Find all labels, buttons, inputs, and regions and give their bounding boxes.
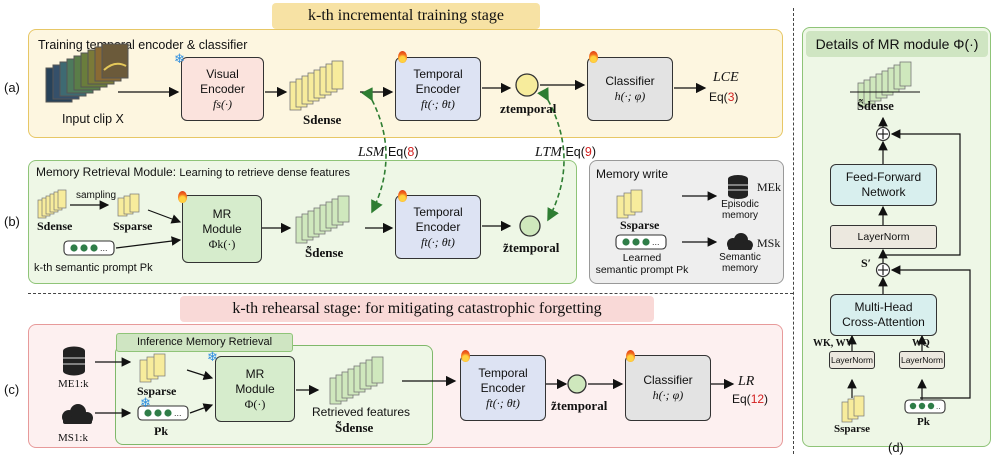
wq-label: WQ bbox=[912, 338, 930, 349]
loss-sm: LSM Eq(8) bbox=[358, 145, 419, 160]
layernorm-small-k: LayerNorm bbox=[829, 351, 875, 369]
temporal-encoder-box-c: Temporal Encoder ft(·; θt) bbox=[460, 355, 546, 421]
m-s-1k-label: MS1:k bbox=[58, 432, 88, 444]
memory-write-title: Memory write bbox=[596, 167, 669, 181]
temporal-encoder-box-a: Temporal Encoder ft(·; θt) bbox=[395, 57, 481, 121]
feed-forward-box: Feed-Forward Network bbox=[830, 164, 937, 206]
panel-label-d: (d) bbox=[888, 440, 904, 455]
visual-encoder-box: Visual Encoder fs(·) bbox=[181, 57, 264, 121]
mr-module-box-c: MR Module Φ(·) bbox=[215, 356, 295, 422]
temporal-encoder-box-b: Temporal Encoder ft(·; θt) bbox=[395, 195, 481, 259]
multi-head-cross-attention-box: Multi-Head Cross-Attention bbox=[830, 294, 937, 336]
trainable-icon bbox=[398, 190, 407, 202]
m-s-k-label: MSk bbox=[757, 236, 781, 250]
panel-label-b: (b) bbox=[4, 214, 20, 229]
s-dense-tilde-label-d: S̃dense bbox=[857, 99, 894, 113]
trainable-icon bbox=[178, 191, 187, 203]
layernorm-small-q: LayerNorm bbox=[899, 351, 945, 369]
section-b-header: Memory Retrieval Module: Learning to ret… bbox=[36, 165, 350, 179]
s-dense-tilde-label-b: S̃dense bbox=[305, 245, 344, 260]
panel-label-a: (a) bbox=[4, 80, 20, 95]
episodic-memory-label: Episodic memory bbox=[721, 199, 759, 221]
trainable-icon bbox=[461, 350, 470, 362]
loss-tm: LTM Eq(9) bbox=[535, 145, 597, 160]
s-sparse-label-d: Ssparse bbox=[834, 423, 871, 435]
section-a-header: Training temporal encoder & classifier bbox=[38, 38, 248, 52]
loss-ce: LCE bbox=[713, 70, 739, 85]
frozen-icon: ❄ bbox=[174, 51, 185, 66]
semantic-memory-label: Semantic memory bbox=[719, 252, 761, 274]
z-temporal-tilde-label-c: z̃temporal bbox=[551, 398, 608, 413]
loss-ce-eq: Eq(3) bbox=[709, 90, 739, 104]
sampling-label: sampling bbox=[76, 190, 117, 201]
trainable-icon bbox=[626, 350, 635, 362]
vertical-separator bbox=[793, 8, 794, 454]
layernorm-box: LayerNorm bbox=[830, 225, 937, 249]
m-e-1k-label: ME1:k bbox=[58, 378, 89, 390]
memory-write-region bbox=[589, 160, 784, 284]
stage-a-title: k-th incremental training stage bbox=[272, 3, 540, 29]
wk-wv-label: WK, WV bbox=[813, 338, 853, 349]
panel-label-c: (c) bbox=[4, 382, 20, 397]
frozen-icon: ❄ bbox=[207, 349, 218, 364]
s-sparse-label-b: Ssparse bbox=[113, 219, 153, 233]
stage-c-title: k-th rehearsal stage: for mitigating cat… bbox=[180, 296, 654, 322]
s-prime-label: S′ bbox=[861, 256, 872, 270]
s-sparse-label-mw: Ssparse bbox=[620, 218, 660, 232]
inference-label: Inference Memory Retrieval bbox=[116, 333, 293, 352]
loss-r: LR bbox=[738, 374, 755, 389]
input-clip-label: Input clip X bbox=[62, 112, 124, 126]
classifier-box-a: Classifier h(·; φ) bbox=[587, 57, 673, 121]
p-k-label-d: Pk bbox=[917, 416, 930, 428]
z-temporal-tilde-label-b: z̃temporal bbox=[503, 240, 560, 255]
m-e-k-label: MEk bbox=[757, 180, 781, 194]
s-dense-label-a: Sdense bbox=[303, 112, 342, 127]
semantic-prompt-label-b: k-th semantic prompt Pk bbox=[34, 262, 153, 274]
retrieved-features-label: Retrieved features bbox=[312, 405, 411, 419]
trainable-icon bbox=[398, 51, 407, 63]
learned-semantic-prompt-label: Learned semantic prompt Pk bbox=[595, 252, 689, 276]
s-dense-label-b: Sdense bbox=[37, 219, 73, 233]
z-temporal-label: ztemporal bbox=[500, 101, 557, 116]
frozen-icon: ❄ bbox=[140, 395, 151, 410]
s-dense-tilde-label-c: S̃dense bbox=[335, 420, 374, 435]
horizontal-separator bbox=[28, 293, 793, 294]
mr-module-box-b: MR Module Φk(·) bbox=[182, 195, 262, 263]
trainable-icon bbox=[589, 51, 598, 63]
p-k-label-c: Pk bbox=[154, 424, 169, 438]
loss-r-eq: Eq(12) bbox=[732, 392, 769, 406]
classifier-box-c: Classifier h(·; φ) bbox=[625, 355, 711, 421]
s-sparse-label-c: Ssparse bbox=[137, 384, 177, 398]
details-title: Details of MR module Φ(·) bbox=[806, 31, 988, 57]
